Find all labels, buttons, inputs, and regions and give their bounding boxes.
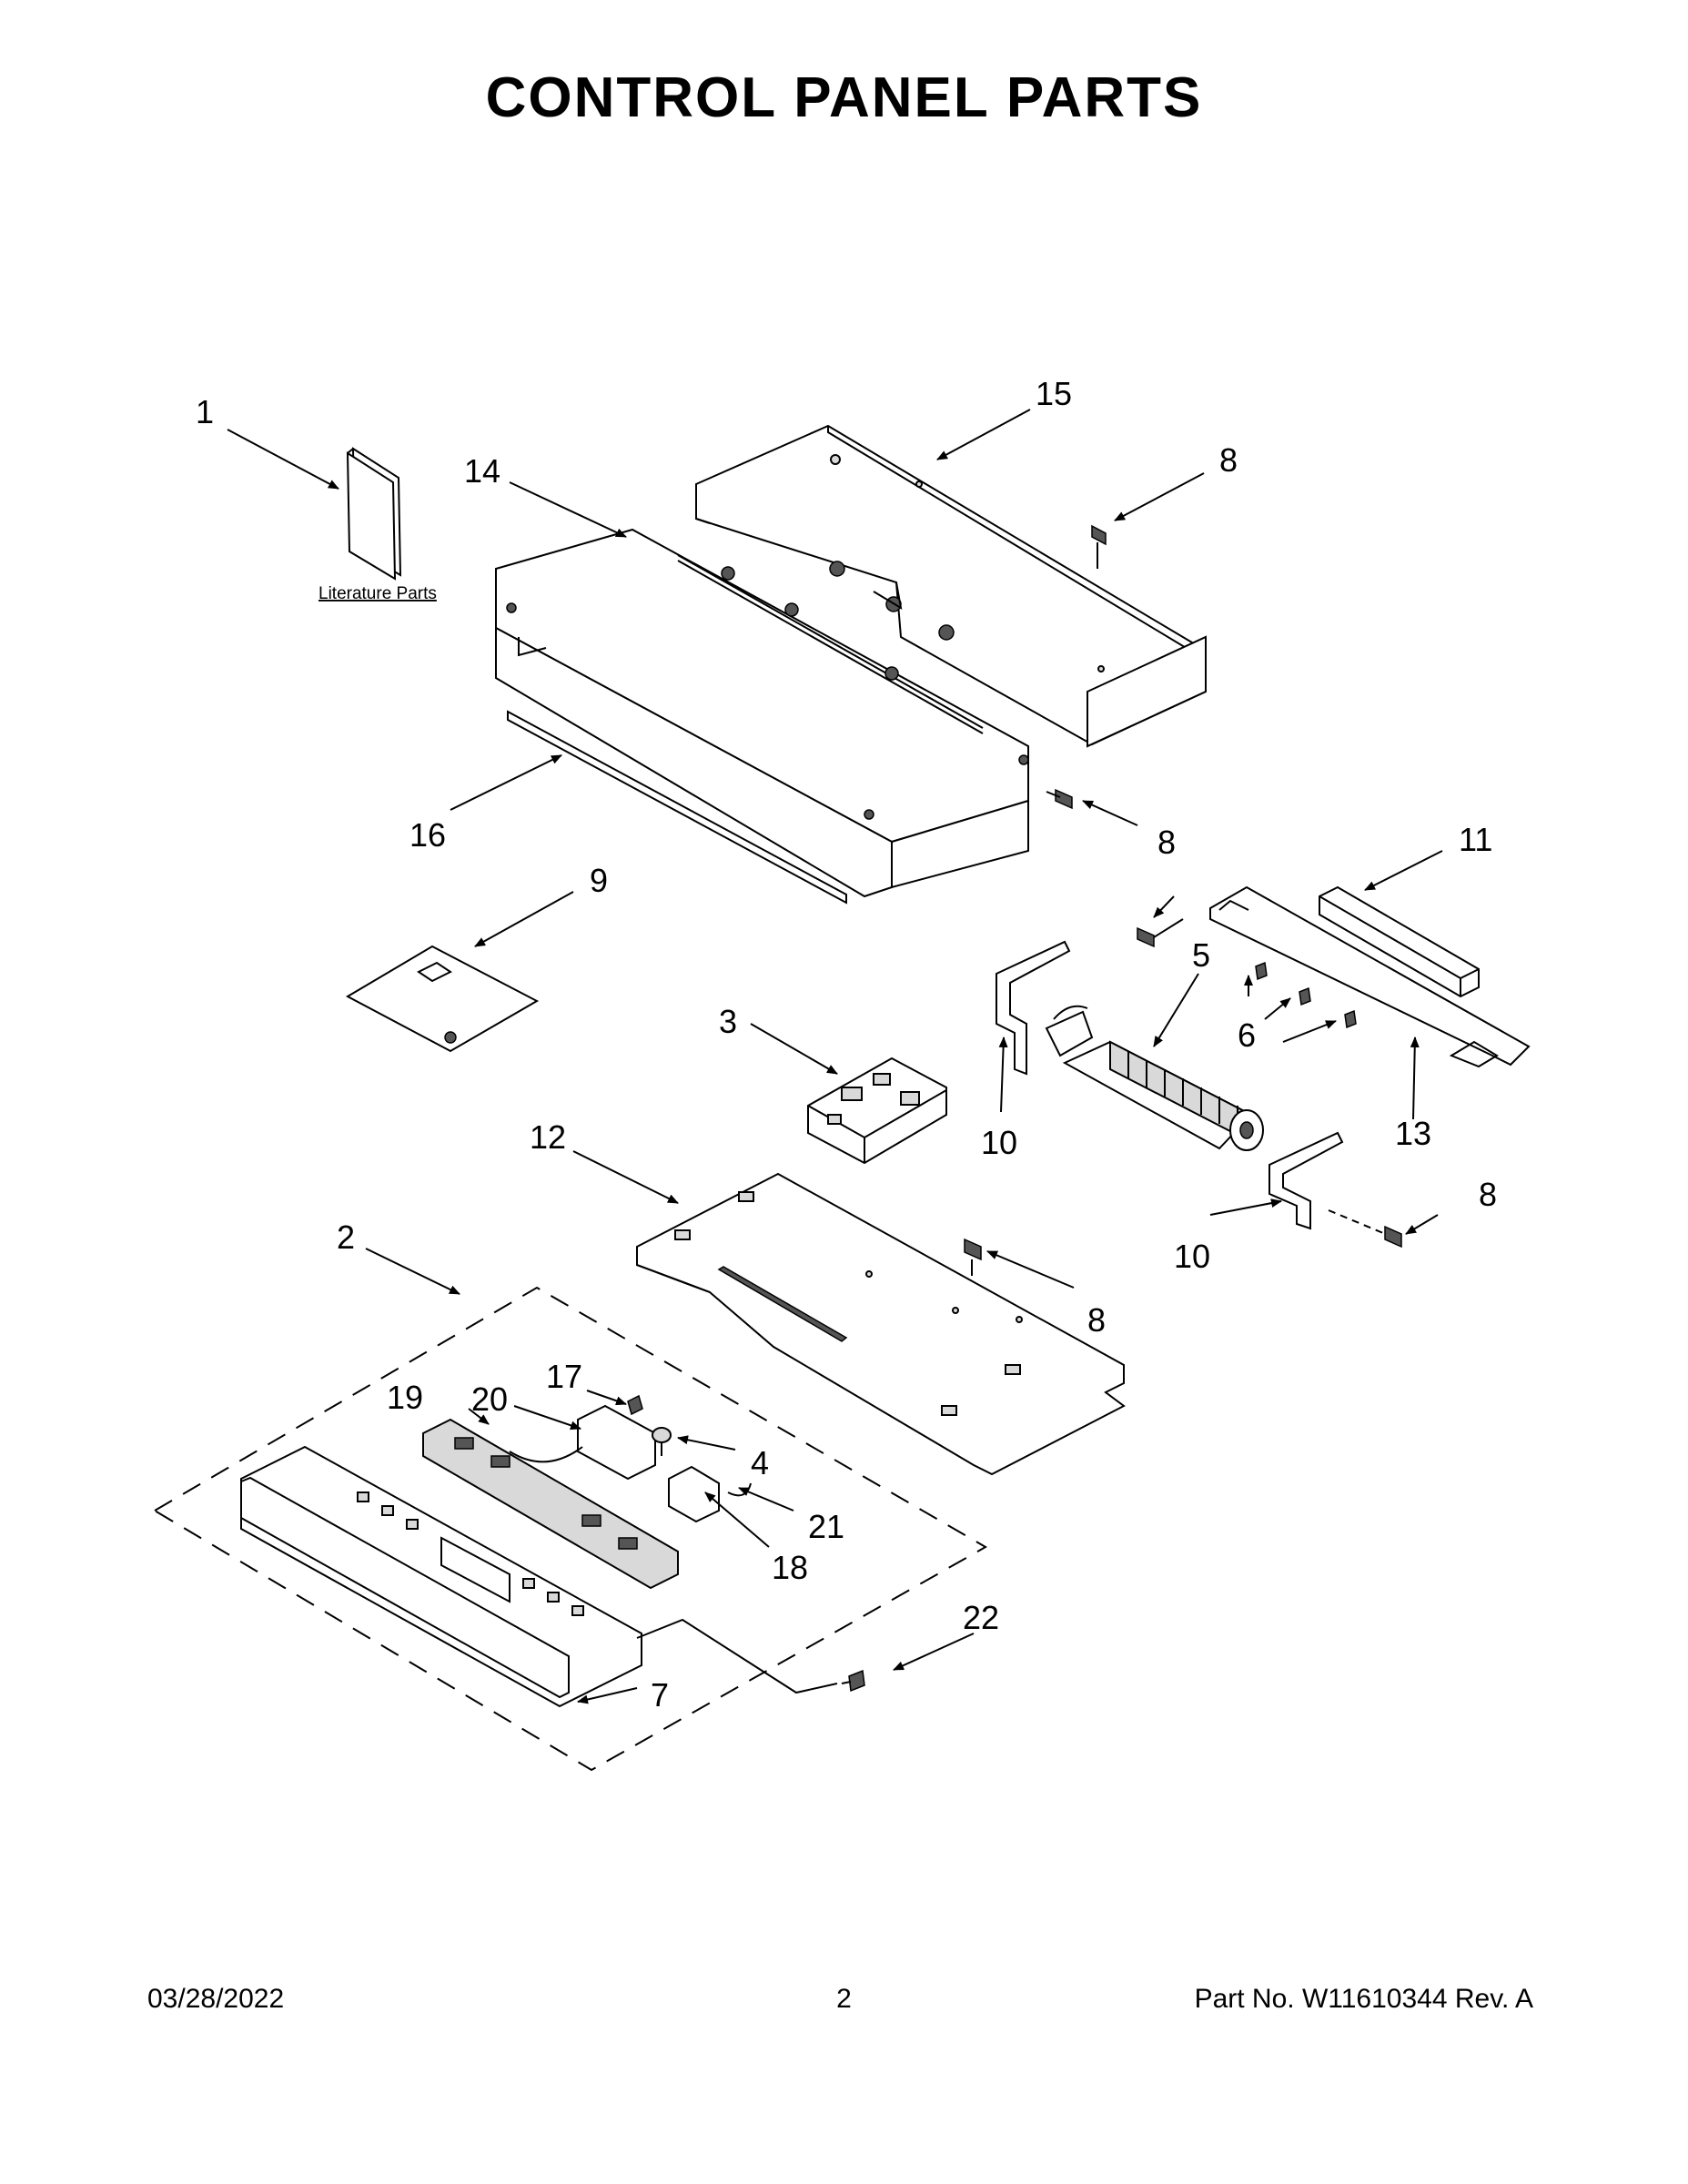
knob-part-4 — [652, 1427, 672, 1456]
callout-20: 20 — [471, 1380, 508, 1418]
callout-15: 15 — [1036, 375, 1072, 412]
callout-3: 3 — [719, 1003, 737, 1040]
callout-9: 9 — [590, 862, 608, 899]
callout-8-middle: 8 — [1157, 824, 1176, 861]
callout-7: 7 — [651, 1676, 669, 1714]
callout-5: 5 — [1192, 936, 1210, 974]
leader-lines — [227, 409, 1443, 1704]
callout-1: 1 — [196, 393, 214, 430]
callout-12: 12 — [530, 1118, 566, 1156]
callout-13: 13 — [1395, 1115, 1431, 1152]
screw-part-8-middle — [1046, 788, 1073, 810]
footer-date: 03/28/2022 — [147, 1984, 285, 2014]
callout-8-right: 8 — [1479, 1176, 1497, 1213]
callout-10-right: 10 — [1174, 1238, 1210, 1275]
board-part-18 — [668, 1465, 752, 1523]
literature-parts-label: Literature Parts — [318, 584, 437, 603]
callout-10-left: 10 — [981, 1124, 1017, 1161]
side-rail-part-13 — [1209, 885, 1531, 1068]
callout-8-floor: 8 — [1087, 1301, 1106, 1339]
screw-part-8-bracket — [1137, 918, 1184, 948]
callout-8-top: 8 — [1219, 441, 1238, 479]
control-board-part-19 — [422, 1418, 679, 1590]
callout-17: 17 — [546, 1358, 582, 1395]
trim-strip-part-11 — [1319, 885, 1480, 998]
interface-board-part-20 — [509, 1404, 656, 1481]
callout-16: 16 — [409, 816, 446, 854]
callout-22: 22 — [963, 1599, 999, 1636]
callout-2: 2 — [337, 1218, 355, 1256]
convection-fan-part-5 — [1045, 1005, 1264, 1151]
gasket-strip-part-16 — [507, 710, 847, 905]
footer-part-number: Part No. W11610344 Rev. A — [1194, 1984, 1533, 2014]
bracket-part-10-right — [1269, 1131, 1344, 1230]
literature-booklet-part — [346, 447, 402, 581]
callout-21: 21 — [808, 1508, 844, 1545]
base-plate-part-12 — [636, 1172, 1126, 1476]
chassis-part-14 — [495, 528, 1029, 898]
bracket-part-10-left — [996, 940, 1071, 1076]
pin-parts-6 — [1255, 961, 1357, 1029]
console-assembly-boundary-part-2 — [153, 1286, 988, 1772]
relay-board-part-3 — [807, 1057, 947, 1165]
clip-part-17 — [627, 1394, 643, 1416]
console-panel-part-7 — [240, 1445, 642, 1708]
page-title: CONTROL PANEL PARTS — [485, 66, 1203, 129]
callout-14: 14 — [464, 452, 500, 490]
callout-19: 19 — [387, 1379, 423, 1416]
screw-part-22 — [636, 1618, 865, 1694]
upper-cover-part-15 — [695, 424, 1207, 748]
callout-11: 11 — [1459, 821, 1492, 858]
cover-plate-part-9 — [345, 945, 540, 1053]
screw-part-8-top — [1091, 524, 1107, 569]
callout-4: 4 — [751, 1444, 769, 1481]
footer-page-number: 2 — [836, 1984, 852, 2014]
callout-6: 6 — [1238, 1016, 1256, 1054]
callout-18: 18 — [772, 1549, 808, 1586]
screw-part-8-right — [1328, 1209, 1402, 1249]
